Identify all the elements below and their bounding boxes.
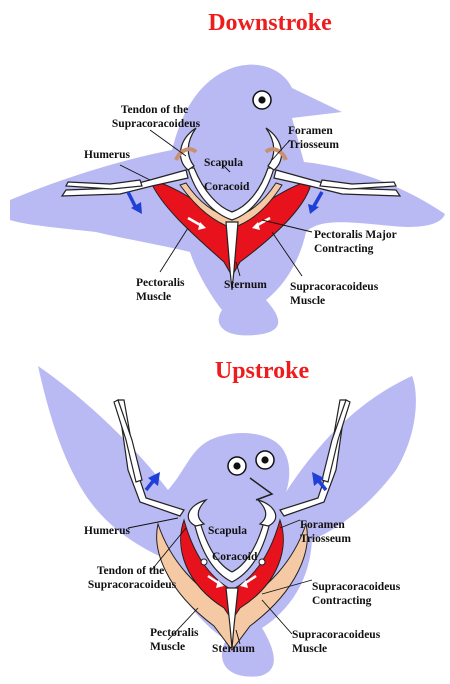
downstroke-label-coracoid: Coracoid bbox=[204, 181, 250, 193]
downstroke-title: Downstroke bbox=[208, 10, 332, 36]
downstroke-label-humerus: Humerus bbox=[84, 149, 131, 161]
upstroke-label-tendon: Tendon of the Supracoracoideus bbox=[88, 565, 177, 591]
upstroke-label-pectoralis: Pectoralis Muscle bbox=[150, 627, 201, 653]
downstroke-label-scapula: Scapula bbox=[204, 157, 243, 169]
upstroke-title: Upstroke bbox=[215, 358, 310, 384]
upstroke-panel: Upstroke bbox=[38, 358, 416, 677]
downstroke-label-pectoralis: Pectoralis Muscle bbox=[136, 277, 187, 303]
upstroke-label-supra-contracting: Supracoracoideus Contracting bbox=[312, 581, 403, 607]
downstroke-label-supracoracoideus: Supracoracoideus Muscle bbox=[290, 281, 381, 307]
upstroke-label-scapula: Scapula bbox=[208, 525, 247, 537]
downstroke-panel: Downstroke bbox=[10, 10, 445, 335]
downstroke-bird-body bbox=[10, 65, 445, 336]
upstroke-label-humerus: Humerus bbox=[84, 525, 131, 537]
upstroke-label-supracoracoideus: Supracoracoideus Muscle bbox=[292, 629, 383, 655]
upstroke-label-coracoid: Coracoid bbox=[212, 551, 258, 563]
downstroke-label-pectoralis-major: Pectoralis Major Contracting bbox=[314, 229, 399, 255]
downstroke-label-sternum: Sternum bbox=[224, 279, 267, 291]
upstroke-label-sternum: Sternum bbox=[212, 643, 255, 655]
